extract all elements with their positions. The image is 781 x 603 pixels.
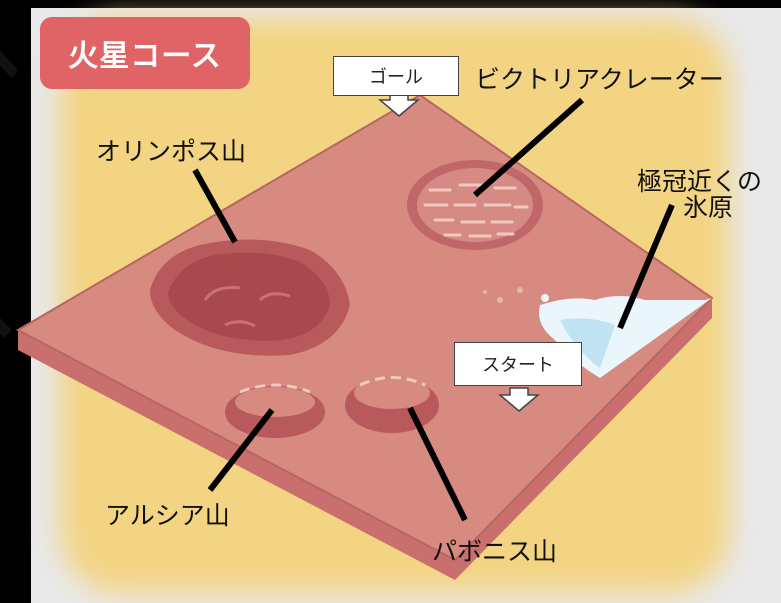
olympus-leader-line (192, 168, 238, 244)
label-victoria: ビクトリアクレーター (475, 65, 724, 94)
label-polar-line1: 極冠近くの (637, 167, 763, 196)
label-pavonis: パボニス山 (432, 537, 558, 566)
goal-marker: ゴール (333, 56, 459, 96)
victoria-leader-line (473, 97, 584, 198)
pavonis-mons-shape (345, 376, 439, 433)
olympus-mons-shape (150, 239, 350, 356)
arsia-mons-shape (225, 383, 325, 438)
polar-leader-line (617, 203, 675, 330)
start-marker: スタート (454, 342, 582, 386)
board-side (18, 298, 712, 580)
label-arsia: アルシア山 (105, 501, 230, 530)
arsia-leader-line (207, 408, 275, 492)
label-olympus: オリンポス山 (96, 137, 247, 166)
victoria-crater-shape (407, 160, 543, 250)
label-polar-line2: 氷原 (683, 193, 734, 222)
course-title: 火星コース (40, 17, 250, 89)
pavonis-leader-line (407, 406, 468, 522)
polar-ice-shape (483, 287, 712, 378)
start-pointer (497, 387, 541, 412)
